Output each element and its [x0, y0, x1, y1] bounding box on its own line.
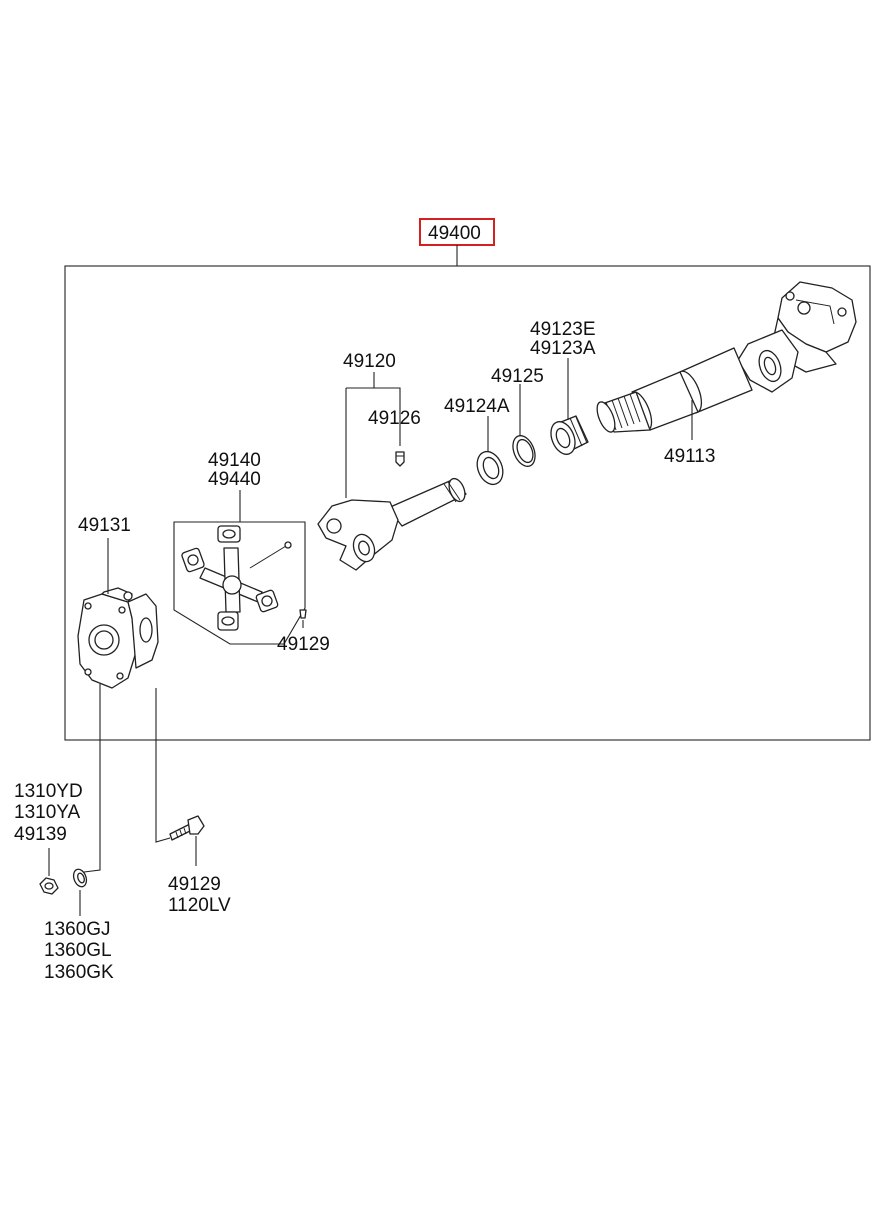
- label-1310ya[interactable]: 1310YA: [14, 802, 81, 823]
- label-49120[interactable]: 49120: [343, 351, 396, 372]
- part-grease-fitting-49126[interactable]: [395, 451, 405, 467]
- part-flange-yoke-49131[interactable]: [77, 587, 159, 689]
- part-slip-shaft-49113[interactable]: [594, 347, 753, 434]
- label-49123a[interactable]: 49123A: [530, 338, 596, 359]
- label-49124a[interactable]: 49124A: [444, 396, 510, 417]
- part-ring-49125[interactable]: [509, 432, 540, 469]
- label-1310yd[interactable]: 1310YD: [14, 781, 83, 802]
- part-yoke-shaft-49120[interactable]: [317, 476, 468, 571]
- label-49126[interactable]: 49126: [368, 408, 421, 429]
- part-nut-49139[interactable]: [39, 877, 59, 895]
- label-1360gl[interactable]: 1360GL: [44, 940, 112, 961]
- label-49129-outer[interactable]: 49129: [168, 874, 221, 895]
- label-49113[interactable]: 49113: [664, 446, 715, 467]
- label-1360gj[interactable]: 1360GJ: [44, 919, 111, 940]
- part-bolt-49129[interactable]: [169, 815, 205, 841]
- label-49123e[interactable]: 49123E: [530, 319, 596, 340]
- label-49125[interactable]: 49125: [491, 366, 544, 387]
- leader-lines: [48, 358, 693, 916]
- part-ujoint-kit-49140[interactable]: [181, 525, 307, 631]
- label-49139[interactable]: 49139: [14, 824, 67, 845]
- part-washer-1360gj[interactable]: [71, 867, 88, 888]
- ujoint-kit-frame: [173, 521, 306, 645]
- label-1120lv[interactable]: 1120LV: [168, 895, 231, 916]
- assembly-number-label[interactable]: 49400: [428, 223, 481, 244]
- assembly-frame: [64, 265, 871, 741]
- label-1360gk[interactable]: 1360GK: [44, 962, 114, 983]
- part-nut-49123[interactable]: [546, 415, 589, 458]
- label-49131[interactable]: 49131: [78, 515, 131, 536]
- part-flange-yoke-rear[interactable]: [737, 281, 857, 393]
- label-49129-inner[interactable]: 49129: [277, 634, 330, 655]
- part-seal-49124a[interactable]: [473, 448, 508, 489]
- label-49440[interactable]: 49440: [208, 469, 261, 490]
- label-49140[interactable]: 49140: [208, 450, 261, 471]
